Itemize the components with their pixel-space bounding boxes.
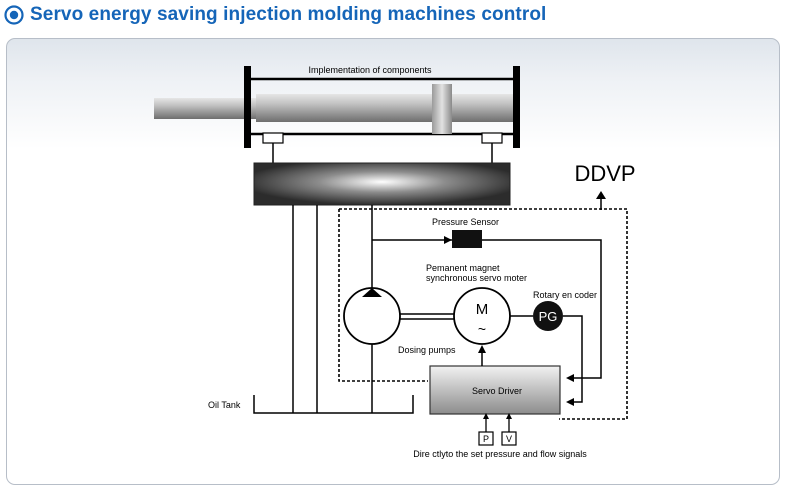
piston-rod bbox=[154, 98, 256, 119]
pressure-sensor-label: Pressure Sensor bbox=[432, 217, 499, 227]
page-header: Servo energy saving injection molding ma… bbox=[4, 2, 546, 28]
servo-driver-label: Servo Driver bbox=[472, 386, 522, 396]
servo-driver bbox=[429, 365, 561, 415]
oil-tank bbox=[253, 395, 414, 414]
motor-m-label: M bbox=[476, 301, 489, 318]
ddvp-label: DDVP bbox=[574, 161, 635, 186]
motor-label-line2: synchronous servo moter bbox=[426, 273, 527, 283]
cylinder-end-right bbox=[513, 66, 520, 148]
pressure-sensor bbox=[452, 230, 482, 248]
pg-label: PG bbox=[539, 309, 558, 324]
hydraulic-cylinder bbox=[154, 66, 520, 164]
rotary-encoder-label: Rotary en coder bbox=[533, 290, 597, 300]
ddvp-arrow bbox=[596, 191, 606, 199]
ddvp-boundary bbox=[339, 208, 628, 420]
oil-tank-label: Oil Tank bbox=[208, 400, 241, 410]
v-label: V bbox=[506, 434, 512, 444]
signals-label: Dire ctlyto the set pressure and flow si… bbox=[413, 449, 587, 459]
cylinder-end-left bbox=[244, 66, 251, 148]
motor-label-line1: Pemanent magnet bbox=[426, 263, 500, 273]
pressure-signal-box bbox=[478, 431, 494, 446]
manifold-block bbox=[253, 162, 511, 206]
dosing-pumps-label: Dosing pumps bbox=[398, 345, 456, 355]
flow-signal-box bbox=[501, 431, 517, 446]
rotary-encoder bbox=[533, 301, 563, 331]
radio-bullet-icon bbox=[4, 5, 24, 25]
p-label: P bbox=[483, 434, 489, 444]
motor-tilde-label: ~ bbox=[478, 321, 486, 337]
page-title: Servo energy saving injection molding ma… bbox=[30, 4, 547, 25]
piston bbox=[432, 84, 452, 134]
implementation-label: Implementation of components bbox=[308, 65, 432, 75]
